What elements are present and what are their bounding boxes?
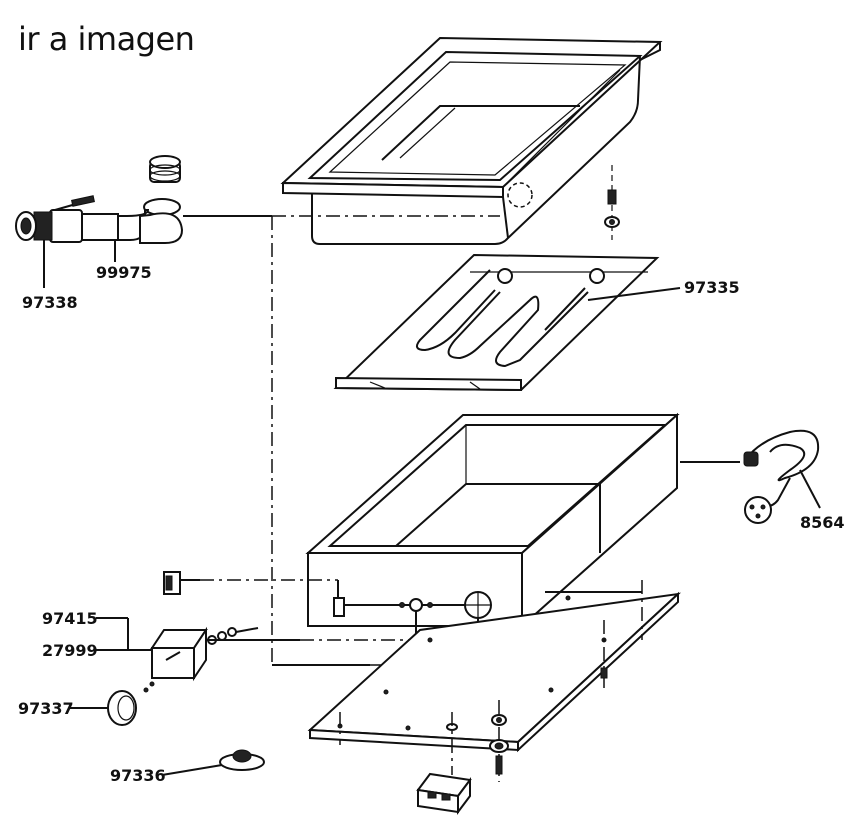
part-label-97337: 97337 (18, 699, 74, 718)
pilot-light (219, 749, 265, 771)
part-label-97338: 97338 (22, 293, 78, 312)
part-label-97336: 97336 (110, 766, 166, 785)
power-cord (743, 429, 820, 524)
heating-element-plate (333, 253, 660, 392)
terminal-block (416, 772, 472, 815)
bottom-fasteners (489, 700, 509, 782)
part-label-27999: 27999 (42, 641, 98, 660)
knob (107, 681, 155, 726)
ir-a-imagen-link[interactable]: ir a imagen (18, 20, 195, 58)
bottom-plate (307, 591, 682, 753)
screw-top-right (604, 165, 620, 240)
part-label-99975: 99975 (96, 263, 152, 282)
leader-97336 (161, 764, 223, 776)
part-label-8564: 8564 (800, 513, 845, 532)
part-label-97415: 97415 (42, 609, 98, 628)
main-housing (305, 412, 680, 629)
top-pan (280, 36, 663, 245)
thermostat (150, 626, 259, 682)
switch (163, 571, 181, 595)
drain-assembly (15, 155, 184, 244)
part-label-97335: 97335 (684, 278, 740, 297)
leader-8564 (799, 469, 821, 509)
leader-97335 (587, 287, 681, 301)
